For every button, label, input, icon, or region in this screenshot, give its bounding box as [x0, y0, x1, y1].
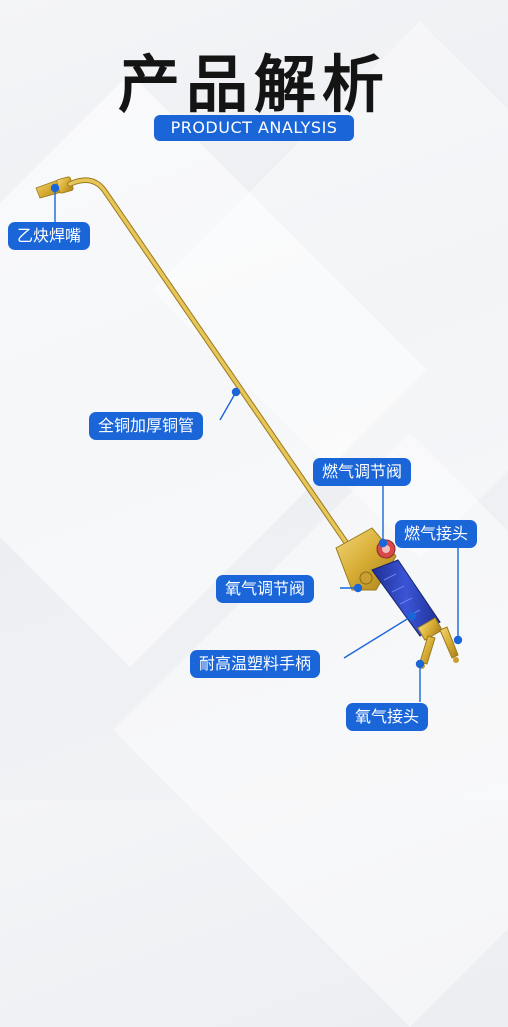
label-copper-pipe: 全铜加厚铜管: [89, 412, 204, 440]
label-handle: 耐高温塑料手柄: [190, 650, 321, 678]
label-oxygen-valve: 氧气调节阀: [216, 575, 315, 603]
label-fuel-valve: 燃气调节阀: [313, 458, 412, 486]
cutting-torch-illustration: [35, 176, 463, 702]
connectors: [417, 617, 459, 669]
label-fuel-connector: 燃气接头: [395, 520, 478, 548]
page-title: 产品解析: [117, 48, 390, 121]
label-oxygen-connector: 氧气接头: [346, 703, 429, 731]
callout-lines: [50, 183, 463, 702]
label-acetylene-nozzle: 乙炔焊嘴: [8, 222, 91, 250]
copper-pipe: [67, 177, 357, 557]
plastic-handle: [371, 559, 441, 637]
page-subtitle: PRODUCT ANALYSIS: [154, 115, 354, 141]
